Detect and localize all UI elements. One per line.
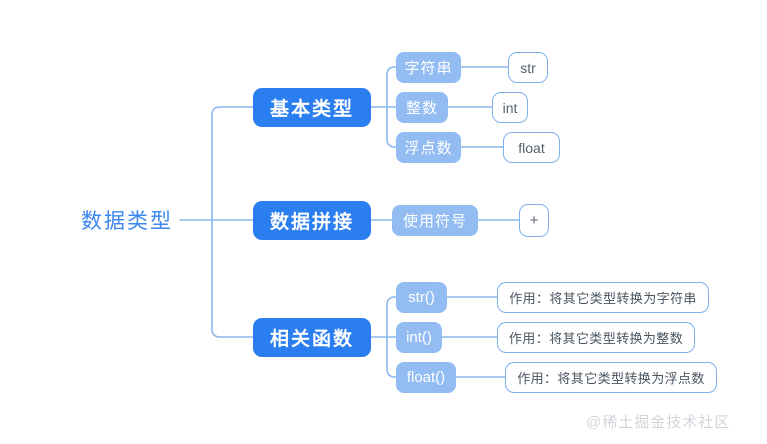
subnode-integer[interactable]: 整数 bbox=[396, 92, 448, 123]
leaf-node-str[interactable]: str bbox=[508, 52, 548, 83]
subnode-str-function[interactable]: str() bbox=[396, 282, 447, 313]
branch-node-basic-types[interactable]: 基本类型 bbox=[253, 88, 371, 127]
subnode-string[interactable]: 字符串 bbox=[396, 52, 461, 83]
connector-b1-subspine bbox=[386, 66, 397, 148]
root-node[interactable]: 数据类型 bbox=[81, 210, 173, 233]
leaf-node-float[interactable]: float bbox=[503, 132, 560, 163]
subnode-use-symbol[interactable]: 使用符号 bbox=[392, 205, 478, 236]
watermark-text: @稀土掘金技术社区 bbox=[586, 414, 731, 431]
branch-node-related-functions[interactable]: 相关函数 bbox=[253, 318, 371, 357]
leaf-node-int[interactable]: int bbox=[492, 92, 528, 123]
connector-spine bbox=[211, 106, 254, 338]
subnode-float-function[interactable]: float() bbox=[396, 362, 456, 393]
leaf-node-str-description[interactable]: 作用：将其它类型转换为字符串 bbox=[497, 282, 709, 313]
leaf-node-plus-operator[interactable]: + bbox=[519, 204, 549, 237]
branch-node-data-concat[interactable]: 数据拼接 bbox=[253, 201, 371, 240]
subnode-int-function[interactable]: int() bbox=[396, 322, 442, 353]
leaf-node-float-description[interactable]: 作用：将其它类型转换为浮点数 bbox=[505, 362, 717, 393]
leaf-node-int-description[interactable]: 作用：将其它类型转换为整数 bbox=[497, 322, 695, 353]
subnode-float-type[interactable]: 浮点数 bbox=[396, 132, 461, 163]
connector-b3-subspine bbox=[386, 296, 397, 378]
